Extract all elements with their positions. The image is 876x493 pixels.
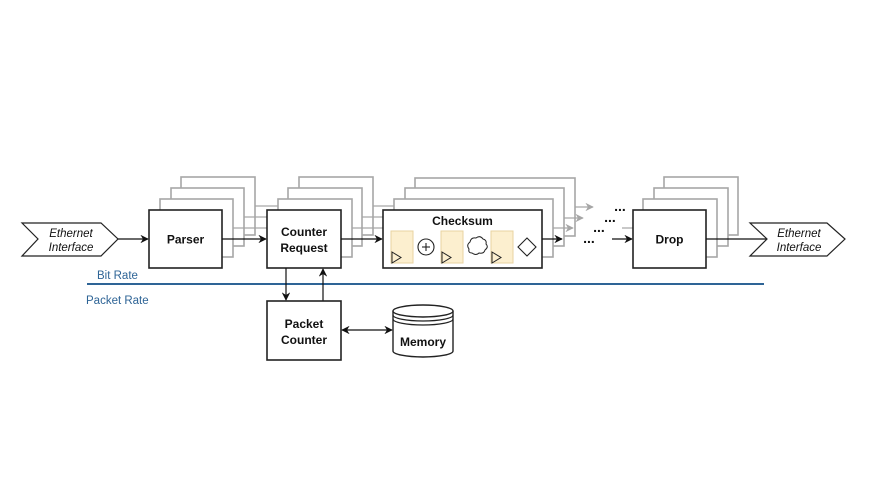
database-ring [392,314,454,322]
parser-label: Parser [167,233,205,247]
counter-request-box [266,209,342,269]
continuation-ellipsis: ... ... ... ... [583,198,626,246]
ellipsis-row-3: ... [604,209,616,225]
register-body [490,230,514,264]
database-ring [392,318,454,326]
ellipsis-row-2: ... [593,219,605,235]
clock-triangle-icon [441,251,452,264]
counter-request-label-line2: Request [280,241,327,255]
memory-database: Memory [392,304,454,358]
database-body [392,311,454,358]
register-body [440,230,464,264]
adder-icon [417,238,435,256]
bit-rate-label: Bit Rate [97,270,138,282]
decision-diamond-icon [517,237,537,257]
database-top [392,304,454,318]
register-2 [440,230,464,264]
memory-label: Memory [400,335,446,349]
output-interface-shape [748,222,846,257]
checksum-label: Checksum [432,214,493,228]
counter-request-label-line1: Counter [281,225,327,239]
packet-counter-box [266,300,342,361]
input-interface-label-line1: Ethernet [49,228,93,240]
counter-request-stage: Counter Request [266,176,415,269]
rate-divider: Bit Rate Packet Rate [86,270,764,307]
checksum-stage: Checksum [382,177,594,269]
clock-triangle-icon [491,251,502,264]
parser-stage: Parser [148,176,299,269]
input-interface-shape [20,222,119,257]
register-3 [490,230,514,264]
input-interface-label-line2: Interface [49,242,94,254]
output-interface-label-line2: Interface [777,242,822,254]
clock-triangle-icon [391,251,402,264]
drop-label: Drop [656,233,684,247]
ellipsis-row-1: ... [583,230,595,246]
cloud-logic-icon [467,236,488,255]
output-ethernet-interface: Ethernet Interface [748,222,846,257]
drop-stage: Drop [632,176,739,269]
packet-counter: Packet Counter [266,300,342,361]
register-1 [390,230,414,264]
packet-counter-label-line1: Packet [285,317,324,331]
register-body [390,230,414,264]
ellipsis-row-4: ... [614,198,626,214]
input-ethernet-interface: Ethernet Interface [20,222,119,257]
output-interface-label-line1: Ethernet [777,228,821,240]
packet-rate-label: Packet Rate [86,295,149,307]
packet-counter-label-line2: Counter [281,333,327,347]
